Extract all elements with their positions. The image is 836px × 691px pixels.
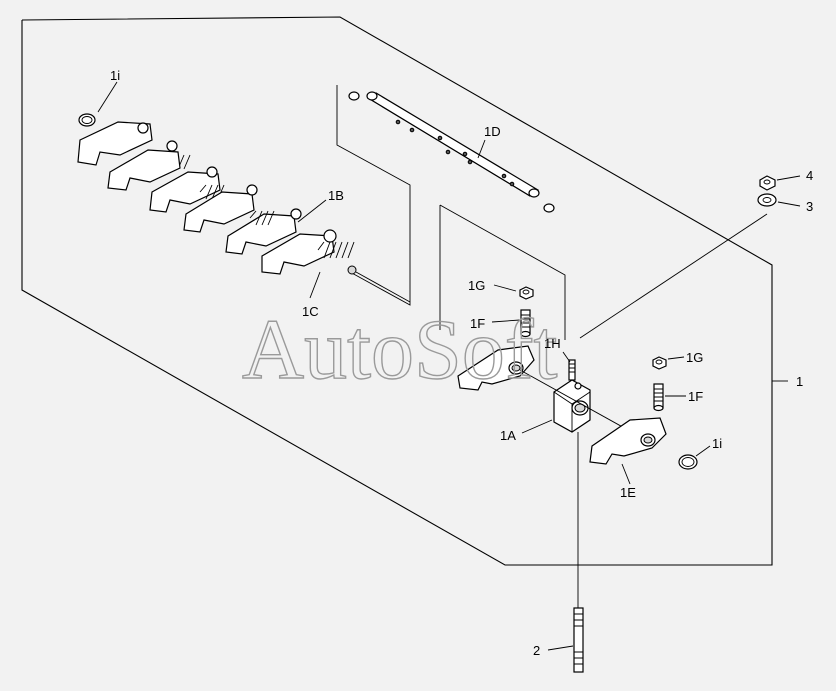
leader-1i-top <box>97 81 118 113</box>
arm-group-box <box>439 204 566 340</box>
nut-1G-top <box>519 286 534 300</box>
leader-1i-right <box>695 445 711 457</box>
callout-1F-right: 1F <box>688 389 703 404</box>
leader-1G-top <box>493 284 517 292</box>
screw-1F-top <box>520 309 531 338</box>
leader-4 <box>776 175 801 181</box>
stud-2 <box>573 607 584 673</box>
rocker-arm-1E <box>589 417 667 465</box>
callout-1A: 1A <box>500 428 516 443</box>
nut-4 <box>759 175 776 191</box>
leader-1E <box>621 463 631 485</box>
leader-1A <box>521 419 553 434</box>
callout-1B: 1B <box>328 188 344 203</box>
leader-1B <box>297 199 327 223</box>
leader-3 <box>777 201 801 207</box>
assembly-boundary <box>21 16 773 566</box>
leader-2 <box>547 645 574 651</box>
leader-1G-right <box>667 356 685 360</box>
callout-1H: 1H <box>544 336 561 351</box>
callout-1D: 1D <box>484 124 501 139</box>
washer-axis <box>579 213 768 339</box>
callout-1G-top: 1G <box>468 278 485 293</box>
callout-1i-right: 1i <box>712 436 722 451</box>
callout-1C: 1C <box>302 304 319 319</box>
callout-1: 1 <box>796 374 803 389</box>
callout-3: 3 <box>806 199 813 214</box>
screw-1F-right <box>653 383 664 412</box>
watermark: AutoSoft <box>242 301 557 397</box>
callout-1i-top: 1i <box>110 68 120 83</box>
callout-1E: 1E <box>620 485 636 500</box>
bracket-1A <box>553 379 591 433</box>
rocker-shaft-1D <box>348 91 555 213</box>
washer-3 <box>757 193 777 207</box>
callout-1F-top: 1F <box>470 316 485 331</box>
shaft-group-box <box>336 85 411 306</box>
leader-1C <box>309 271 321 299</box>
snap-ring-1i-right <box>678 454 698 470</box>
rocker-arm-row <box>77 113 357 275</box>
rocker-arm-center-left <box>457 345 535 391</box>
callout-2: 2 <box>533 643 540 658</box>
leader-1F-top <box>491 319 521 323</box>
nut-1G-right <box>652 356 667 370</box>
callout-1G-right: 1G <box>686 350 703 365</box>
callout-4: 4 <box>806 168 813 183</box>
leader-1H <box>562 351 571 363</box>
leader-1D <box>477 139 486 159</box>
leader-row-axis <box>355 271 411 303</box>
bolt-1H <box>568 359 576 381</box>
